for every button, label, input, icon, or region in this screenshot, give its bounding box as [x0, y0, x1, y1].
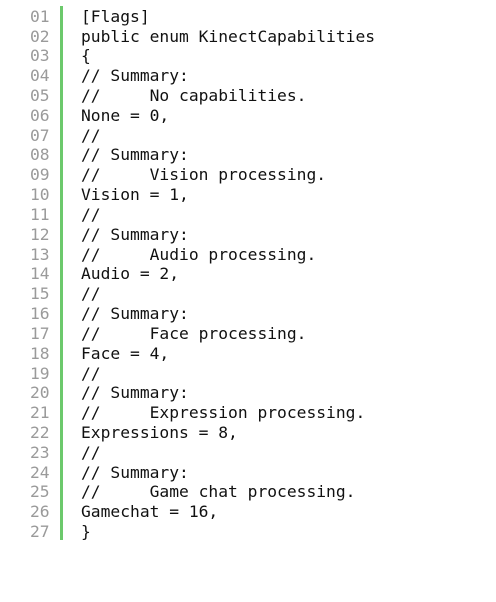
- code-line: 20 // Summary:: [0, 383, 496, 403]
- line-number: 08: [30, 145, 50, 164]
- line-code: // Summary:: [81, 463, 189, 482]
- code-line: 24 // Summary:: [0, 463, 496, 483]
- code-line: 27 }: [0, 522, 496, 542]
- line-code: }: [81, 522, 91, 541]
- line-code: Face = 4,: [81, 344, 170, 363]
- line-code: // Summary:: [81, 225, 189, 244]
- line-number: 03: [30, 46, 50, 65]
- code-line: 08 // Summary:: [0, 145, 496, 165]
- code-line: 23 //: [0, 443, 496, 463]
- line-number: 23: [30, 443, 50, 462]
- code-line: 19 //: [0, 364, 496, 384]
- line-code: // Vision processing.: [81, 165, 327, 184]
- code-line: 16 // Summary:: [0, 304, 496, 324]
- line-number: 05: [30, 86, 50, 105]
- line-code: {: [81, 46, 91, 65]
- code-line: 02 public enum KinectCapabilities: [0, 27, 496, 47]
- code-line: 22 Expressions = 8,: [0, 423, 496, 443]
- line-code: // Summary:: [81, 383, 189, 402]
- line-code: //: [81, 364, 101, 383]
- line-number: 15: [30, 284, 50, 303]
- code-line: 26 Gamechat = 16,: [0, 502, 496, 522]
- line-number: 10: [30, 185, 50, 204]
- line-number: 14: [30, 264, 50, 283]
- line-code: // No capabilities.: [81, 86, 307, 105]
- line-code: // Game chat processing.: [81, 482, 356, 501]
- line-number: 25: [30, 482, 50, 501]
- line-code: //: [81, 205, 101, 224]
- line-code: //: [81, 284, 101, 303]
- code-line: 17 // Face processing.: [0, 324, 496, 344]
- code-line: 05 // No capabilities.: [0, 86, 496, 106]
- line-code: Expressions = 8,: [81, 423, 238, 442]
- line-code: // Audio processing.: [81, 245, 317, 264]
- line-number: 22: [30, 423, 50, 442]
- code-line: 04 // Summary:: [0, 66, 496, 86]
- line-code: // Summary:: [81, 304, 189, 323]
- line-number: 24: [30, 463, 50, 482]
- code-line: 13 // Audio processing.: [0, 245, 496, 265]
- code-line: 15 //: [0, 284, 496, 304]
- code-line: 03 {: [0, 46, 496, 66]
- code-line: 21 // Expression processing.: [0, 403, 496, 423]
- line-code: //: [81, 443, 101, 462]
- code-view: 01 [Flags] 02 public enum KinectCapabili…: [0, 6, 496, 542]
- line-number: 13: [30, 245, 50, 264]
- line-number: 26: [30, 502, 50, 521]
- line-code: public enum KinectCapabilities: [81, 27, 376, 46]
- line-code: Audio = 2,: [81, 264, 180, 283]
- line-code: Vision = 1,: [81, 185, 189, 204]
- code-line: 01 [Flags]: [0, 7, 496, 27]
- line-code: [Flags]: [81, 7, 150, 26]
- line-number: 27: [30, 522, 50, 541]
- line-number: 17: [30, 324, 50, 343]
- line-code: // Summary:: [81, 145, 189, 164]
- code-line: 07 //: [0, 126, 496, 146]
- line-number: 09: [30, 165, 50, 184]
- line-number: 01: [30, 7, 50, 26]
- code-line: 12 // Summary:: [0, 225, 496, 245]
- gutter-bar: [60, 6, 63, 540]
- code-line: 06 None = 0,: [0, 106, 496, 126]
- line-number: 11: [30, 205, 50, 224]
- code-line: 18 Face = 4,: [0, 344, 496, 364]
- code-line: 10 Vision = 1,: [0, 185, 496, 205]
- line-code: None = 0,: [81, 106, 170, 125]
- line-code: //: [81, 126, 101, 145]
- line-number: 02: [30, 27, 50, 46]
- line-number: 18: [30, 344, 50, 363]
- line-code: // Face processing.: [81, 324, 307, 343]
- line-number: 12: [30, 225, 50, 244]
- line-number: 07: [30, 126, 50, 145]
- code-line: 25 // Game chat processing.: [0, 482, 496, 502]
- line-number: 04: [30, 66, 50, 85]
- line-number: 19: [30, 364, 50, 383]
- line-number: 20: [30, 383, 50, 402]
- line-code: // Summary:: [81, 66, 189, 85]
- line-number: 21: [30, 403, 50, 422]
- code-line: 09 // Vision processing.: [0, 165, 496, 185]
- line-code: Gamechat = 16,: [81, 502, 219, 521]
- line-number: 16: [30, 304, 50, 323]
- line-code: // Expression processing.: [81, 403, 366, 422]
- code-line: 14 Audio = 2,: [0, 264, 496, 284]
- code-line: 11 //: [0, 205, 496, 225]
- line-number: 06: [30, 106, 50, 125]
